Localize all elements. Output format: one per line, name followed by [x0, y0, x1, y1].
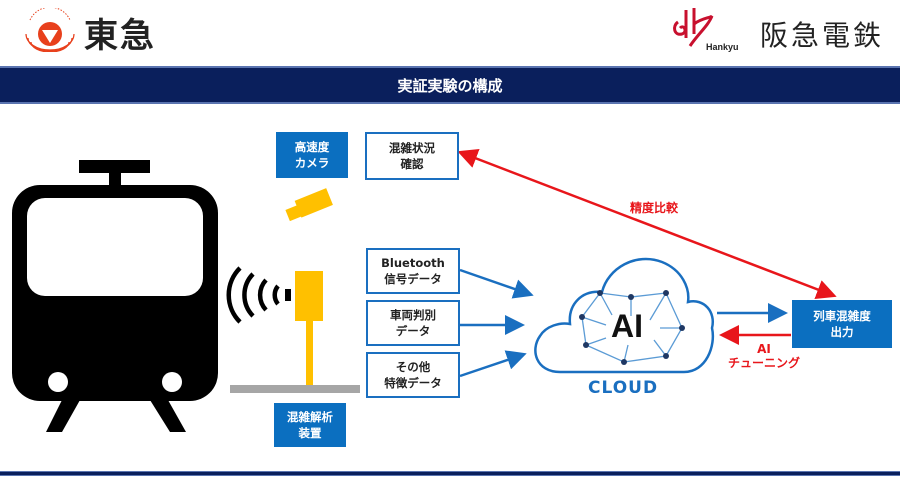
congestion-check-line2: 確認 — [400, 157, 424, 171]
ai-tuning-line1: AI — [757, 342, 771, 356]
hankyu-logo-text: 阪急電鉄 — [760, 19, 885, 52]
input-box-vehicle-id: 車両判別 データ — [366, 300, 460, 346]
input-vehicle-line1: 車両判別 — [390, 308, 436, 322]
output-label-line1: 列車混雑度 — [813, 309, 871, 323]
tokyu-logo — [22, 8, 78, 52]
page-title: 実証実験の構成 — [397, 76, 503, 95]
tokyu-logo-text: 東急 — [84, 16, 156, 56]
input-bluetooth-line1: Bluetooth — [381, 256, 445, 270]
congestion-check-box: 混雑状況 確認 — [365, 132, 459, 180]
input-bluetooth-line2: 信号データ — [384, 272, 442, 286]
tokyu-logo-icon — [25, 8, 75, 52]
hankyu-logo — [668, 4, 718, 54]
input-vehicle-line2: データ — [395, 324, 431, 338]
analyzer-label-line1: 混雑解析 — [287, 410, 333, 424]
input-other-line1: その他 — [395, 360, 431, 374]
cloud-label: CLOUD — [588, 378, 659, 398]
ai-tuning-label: AI チューニング — [716, 342, 812, 370]
hankyu-logo-icon — [673, 8, 714, 47]
sensor-device-icon — [230, 271, 360, 393]
hankyu-logo-sub: Hankyu — [706, 42, 739, 52]
output-label-line2: 出力 — [830, 325, 854, 339]
ai-tuning-line2: チューニング — [727, 356, 800, 370]
congestion-check-line1: 混雑状況 — [389, 141, 435, 155]
title-bar: 実証実験の構成 — [0, 66, 900, 104]
camera-icon — [285, 188, 333, 222]
cloud-ai-text: AI — [611, 308, 643, 344]
accuracy-comparison-label: 精度比較 — [630, 201, 679, 215]
high-speed-camera-box: 高速度 カメラ — [276, 132, 348, 178]
input-box-bluetooth: Bluetooth 信号データ — [366, 248, 460, 294]
input-box-other-features: その他 特徴データ — [366, 352, 460, 398]
camera-label-line2: カメラ — [294, 156, 330, 170]
input-other-line2: 特徴データ — [384, 376, 442, 390]
arrow-bluetooth-to-cloud — [459, 268, 534, 299]
arrow-accuracy-comparison — [457, 149, 837, 299]
train-congestion-output-box: 列車混雑度 出力 — [792, 300, 892, 348]
camera-label-line1: 高速度 — [294, 140, 330, 154]
train-icon — [12, 160, 218, 432]
footer-divider — [0, 471, 900, 476]
arrow-other-to-cloud — [459, 350, 527, 378]
analyzer-label-line2: 装置 — [298, 426, 322, 440]
congestion-analyzer-box: 混雑解析 装置 — [274, 403, 346, 447]
signal-waves-icon — [226, 266, 291, 324]
